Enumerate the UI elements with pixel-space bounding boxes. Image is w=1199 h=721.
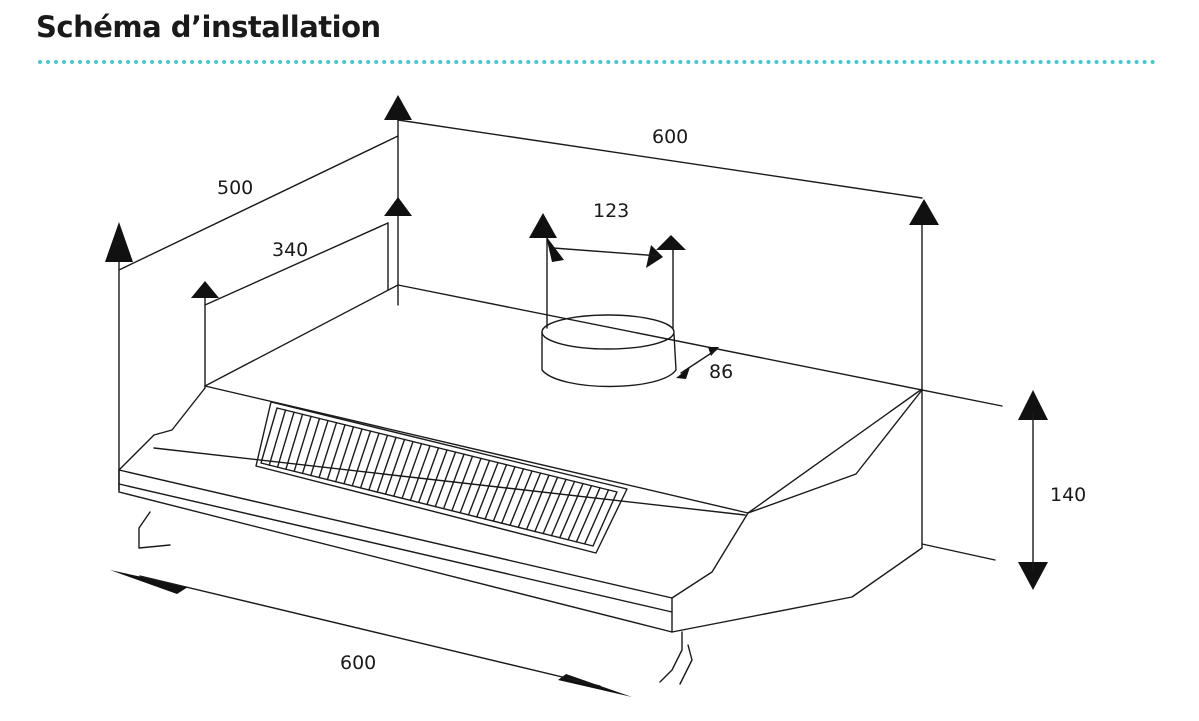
page-title: Schéma d’installation: [36, 10, 381, 44]
filter-slat: [517, 472, 542, 528]
filter-slat: [459, 457, 482, 514]
filter-slat: [467, 459, 491, 516]
filter-slat: [326, 424, 346, 481]
filter-slat: [368, 434, 389, 491]
filter-slat: [426, 449, 448, 506]
filter-slat: [484, 464, 508, 520]
filter-slat: [384, 438, 406, 495]
hood-back-outline: [118, 117, 923, 549]
dimension-lines: [139, 247, 1034, 687]
filter-slat: [584, 489, 610, 545]
filter-slat: [575, 487, 601, 543]
filter-slat: [442, 453, 465, 510]
filter-slat: [409, 445, 431, 502]
filter-slat: [268, 409, 287, 466]
label-top-width: 600: [652, 126, 688, 148]
filter-slat: [567, 485, 593, 541]
filter-slat: [310, 419, 329, 477]
filter-slat: [351, 430, 372, 487]
filter-slat: [301, 417, 321, 475]
filter-slat: [318, 422, 338, 479]
filter-slat: [418, 447, 440, 504]
filter-slat: [285, 413, 304, 470]
label-depth-inner: 340: [272, 239, 308, 261]
filter-slat: [434, 451, 457, 508]
label-front-width: 600: [340, 652, 376, 674]
filter-slat: [343, 428, 363, 485]
filter-slat: [293, 415, 312, 472]
filter-slat: [335, 426, 355, 483]
hood-bottom-lip: [138, 511, 693, 685]
grease-filter: [255, 401, 628, 554]
label-outlet-diameter: 123: [593, 200, 629, 222]
filter-slat: [276, 411, 295, 468]
filter-slat: [393, 440, 414, 497]
filter-slat: [376, 436, 397, 493]
filter-slat: [476, 461, 499, 518]
filter-slat: [509, 470, 533, 526]
filter-slat: [501, 468, 525, 524]
filter-slat: [550, 480, 576, 537]
hood-top-surface: [204, 284, 1003, 514]
filter-slats: [268, 409, 610, 545]
filter-slat: [525, 474, 550, 531]
filter-slat: [401, 443, 423, 499]
label-depth-total: 500: [217, 177, 253, 199]
hood-front-panel: [118, 387, 996, 633]
filter-slat: [492, 466, 516, 522]
title-divider: [38, 60, 1156, 64]
duct-outlet: [541, 235, 677, 388]
filter-slat: [359, 432, 380, 489]
label-hood-height: 140: [1050, 484, 1086, 506]
filter-slat: [559, 482, 584, 539]
filter-slat: [542, 478, 567, 535]
filter-slat: [451, 455, 474, 512]
filter-slat: [534, 476, 559, 533]
label-outlet-height: 86: [709, 361, 733, 383]
